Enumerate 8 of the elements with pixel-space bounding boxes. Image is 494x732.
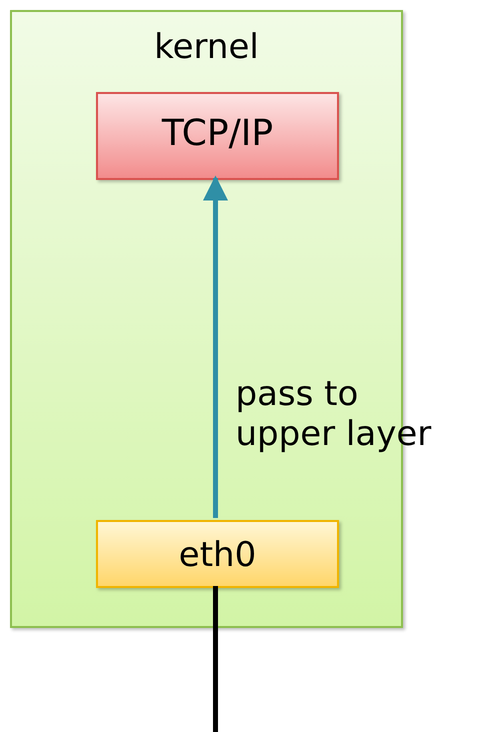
box-label: eth0 [178,534,258,576]
connector-line [213,586,218,732]
interface-box [96,520,339,588]
arrow [203,176,228,518]
protocol-box [96,92,339,180]
container-title: kernel [153,26,260,68]
box-label: TCP/IP [160,112,274,156]
edge-label: pass to upper layer [236,374,432,454]
